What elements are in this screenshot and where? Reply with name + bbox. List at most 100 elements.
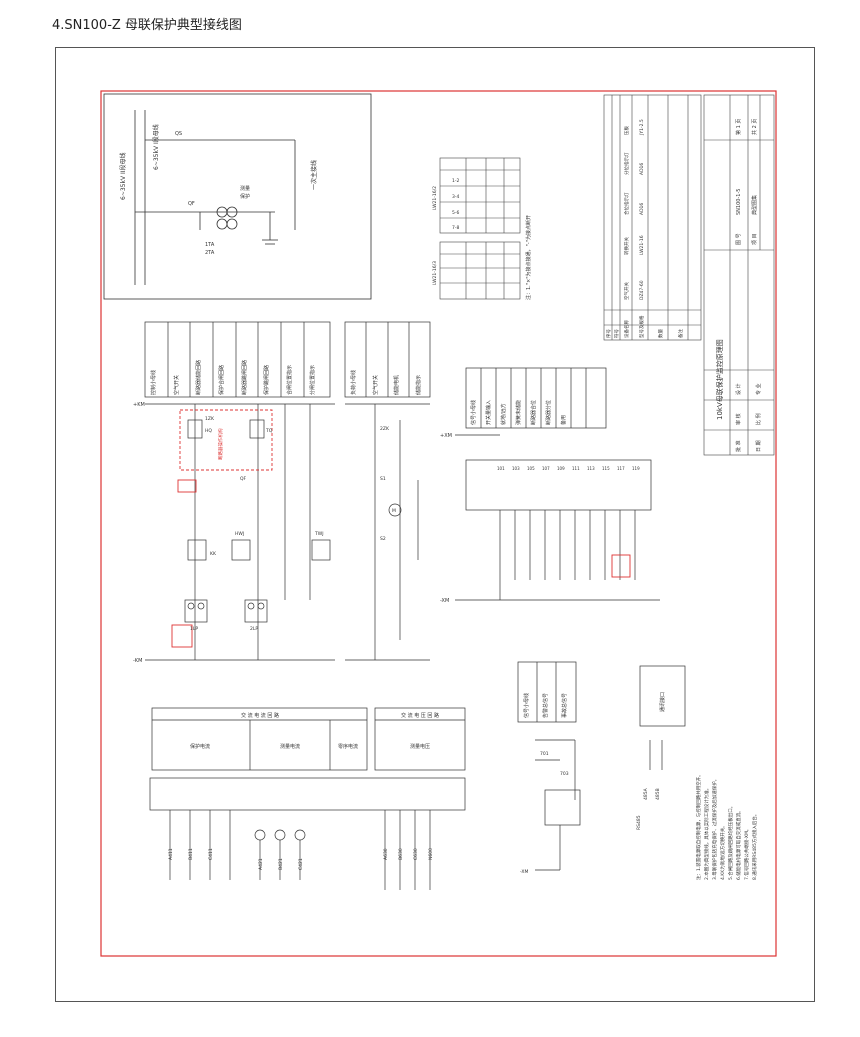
alarm-header-3: 事故总信号 xyxy=(561,693,568,718)
ct-note-protect: 保护 xyxy=(240,193,250,200)
drawing-no: SN100-1-5 xyxy=(736,189,742,215)
sheet-label: 第 1 页 xyxy=(735,119,742,135)
role-review: 审 核 xyxy=(735,413,742,425)
sig-term-2: 103 xyxy=(512,466,520,471)
ac-current-6: C421 xyxy=(298,858,304,870)
relay-twj: TWJ xyxy=(314,531,324,537)
relay-1zk: 1ZK xyxy=(205,416,215,422)
sig-term-3: 105 xyxy=(527,466,535,471)
ct2-label: 2TA xyxy=(205,250,215,256)
selector-table1-title: LW21-16/2 xyxy=(432,186,438,210)
field-date: 日 期 xyxy=(756,440,762,452)
relay-kk: KK xyxy=(210,551,217,557)
ac-sub-measure: 测量电流 xyxy=(280,743,300,750)
energy-s2: S2 xyxy=(380,536,386,542)
signal-header-6: 断路器分位 xyxy=(545,400,552,425)
note-1: 注：1.装置电源取自控制电源，与控制回路共用空开。 xyxy=(695,772,702,880)
energy-s1: S1 xyxy=(380,476,386,482)
drawing-frame xyxy=(100,90,777,957)
relay-hwj: HWJ xyxy=(235,531,244,537)
note-6: 6.储能电机电源可取自交流或直流。 xyxy=(735,808,742,880)
equip-header-remark: 备注 xyxy=(677,329,684,338)
note-5: 5.合闸回路及跳闸回路均经压板出口。 xyxy=(727,804,734,880)
signal-header-7: 备用 xyxy=(560,415,567,425)
comm-485b: 485B xyxy=(655,788,661,800)
relay-1lp: 1LP xyxy=(190,626,198,632)
equip-row5-name: 压板 xyxy=(623,126,630,135)
signal-header-4: 弹簧未储能 xyxy=(515,400,522,425)
signal-circuit xyxy=(455,367,660,601)
sig-term-6: 111 xyxy=(572,466,580,471)
ctrl-header-7: 合闸位置指示 xyxy=(286,365,293,395)
selector-caption: 注：1."×"为接点接通，"-"为接点断开 xyxy=(525,215,532,300)
alarm-label-2: 703 xyxy=(560,771,569,777)
comm-header: 通讯接口 xyxy=(659,692,666,712)
signal-header-5: 断路器合位 xyxy=(530,400,537,425)
energy-header-2: 空气开关 xyxy=(372,375,379,395)
alarm-label-3: -XM xyxy=(520,869,528,875)
ctrl-header-2: 空气开关 xyxy=(173,375,180,395)
note-8: 8.通讯采用RS485方式接入后台。 xyxy=(751,812,758,880)
ctrl-header-5: 断路器跳闸回路 xyxy=(241,360,248,395)
ctrl-header-6: 保护跳闸回路 xyxy=(263,365,270,395)
note-7: 7.信号回路公共端接-XM。 xyxy=(743,827,750,880)
sig-term-5: 109 xyxy=(557,466,565,471)
sig-term-1: 101 xyxy=(497,466,505,471)
signal-header-3: 就地/远方 xyxy=(500,403,507,425)
ct1-label: 1TA xyxy=(205,242,215,248)
ac-current-4: A421 xyxy=(258,858,264,870)
sig-term-10: 119 xyxy=(632,466,640,471)
sel-pos-2: 3-4 xyxy=(452,194,459,200)
note-3: 3.母联保护包括充电保护、过流保护及后加速保护。 xyxy=(711,777,718,880)
ac-current-header: 交 流 电 流 回 路 xyxy=(241,712,279,719)
energy-header-3: 储能电机 xyxy=(393,375,400,395)
energy-circuit xyxy=(344,321,431,661)
qf-label: QF xyxy=(188,201,195,207)
ac-sub-zero: 零序电流 xyxy=(338,743,358,750)
equip-row4-model: AD16 xyxy=(639,163,645,175)
equipment-table xyxy=(603,94,702,341)
minus-xm-label: -XM xyxy=(440,598,449,604)
ac-current-5: B421 xyxy=(278,858,284,870)
sig-term-8: 115 xyxy=(602,466,610,471)
page-title: 4.SN100-Z 母联保护典型接线图 xyxy=(52,18,242,33)
title-block xyxy=(703,94,775,456)
ac-sub-protect: 保护电流 xyxy=(190,743,210,750)
ct-note-measure: 测量 xyxy=(240,185,250,192)
minus-km-label: -KM xyxy=(133,658,142,664)
relay-hq: HQ xyxy=(205,428,212,434)
ac-circuit xyxy=(149,707,466,890)
ac-voltage-4: N600 xyxy=(428,848,434,860)
energy-header-4: 储能指示 xyxy=(415,375,422,395)
energy-2zk: 2ZK xyxy=(380,426,390,432)
signal-header-1: 信号小母线 xyxy=(470,400,477,425)
equip-row2-model: LW21-16 xyxy=(639,235,645,255)
equip-header-symbol: 符号 xyxy=(613,329,620,338)
role-approve: 批 准 xyxy=(735,440,742,452)
sig-term-9: 117 xyxy=(617,466,625,471)
red-box-label: 断路器操作机构 xyxy=(217,428,224,460)
relay-tq: TQ xyxy=(265,428,273,434)
ac-voltage-1: A630 xyxy=(383,848,389,860)
signal-header-2: 开关量输入 xyxy=(485,400,492,425)
sheet-total: 共 2 页 xyxy=(751,119,758,135)
equip-row5-model: JY1-2.5 xyxy=(639,119,645,136)
field-major: 专 业 xyxy=(755,383,762,395)
energy-header-1: 负荷小母线 xyxy=(350,370,357,395)
role-design: 设 计 xyxy=(735,383,742,395)
selector-tables xyxy=(439,157,521,300)
bus-ii-label: 6~35kV II段母线 xyxy=(119,152,127,200)
project-value: 典型图集 xyxy=(751,195,758,215)
equip-header-qty: 数量 xyxy=(657,329,664,338)
ac-voltage-header: 交 流 电 压 回 路 xyxy=(401,712,439,719)
equip-row3-name: 合位指示灯 xyxy=(623,192,630,215)
equip-header-model: 型号及规格 xyxy=(638,315,645,338)
comm-circuit xyxy=(639,665,686,770)
alarm-header-2: 告警总信号 xyxy=(542,693,549,718)
ctrl-header-4: 保护合闸回路 xyxy=(218,365,225,395)
note-4: 4.KK为就地/远方切换开关。 xyxy=(719,823,726,880)
red-mark-3 xyxy=(611,554,631,578)
note-2: 2.本图为典型接线，具体以实际工程设计为准。 xyxy=(703,786,710,880)
sig-term-4: 107 xyxy=(542,466,550,471)
alarm-circuit xyxy=(517,661,581,871)
